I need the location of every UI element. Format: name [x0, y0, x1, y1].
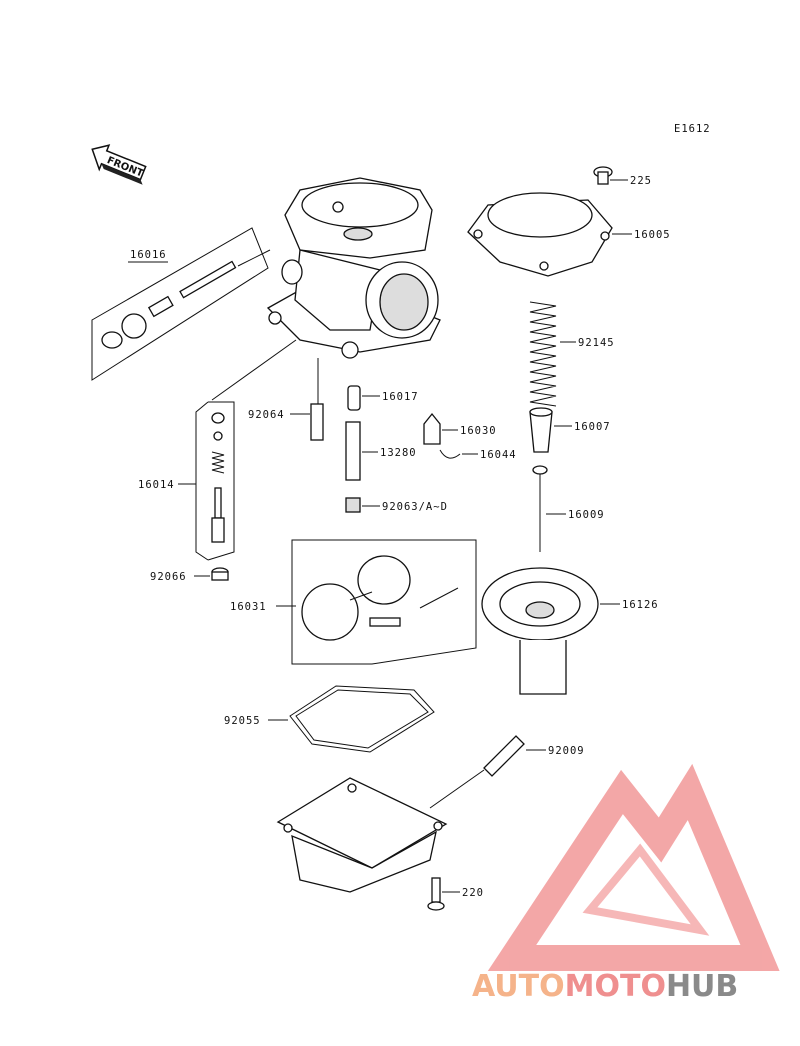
part-label-16044: 16044	[480, 449, 517, 461]
part-label-92063: 92063/A~D	[382, 501, 448, 513]
part-16016-pilot-screw-kit: 16016	[91, 227, 271, 381]
part-label-16005: 16005	[634, 229, 671, 241]
part-label-92009: 92009	[548, 745, 585, 757]
part-16007-holder: 16007	[529, 407, 611, 453]
leader-16014	[211, 339, 297, 401]
part-label-92145: 92145	[578, 337, 615, 349]
part-16017-needle-jet: 16017	[347, 385, 419, 411]
part-label-92064: 92064	[248, 409, 285, 421]
part-label-16009: 16009	[568, 509, 605, 521]
part-label-220: 220	[462, 887, 484, 899]
part-16031-float: 16031	[230, 539, 477, 665]
part-label-16016: 16016	[130, 249, 167, 261]
part-label-16031: 16031	[230, 601, 267, 613]
part-label-16007: 16007	[574, 421, 611, 433]
part-label-92055: 92055	[224, 715, 261, 727]
part-label-16014: 16014	[138, 479, 175, 491]
carburetor-body	[266, 177, 441, 359]
watermark-part-3: HUB	[666, 969, 738, 1004]
part-label-225: 225	[630, 175, 652, 187]
part-16005-top-cover: 16005	[467, 192, 671, 277]
watermark-text: AUTOMOTOHUB	[472, 969, 738, 1004]
figure-code: E1612	[674, 123, 711, 135]
part-16009-needle: 16009	[532, 465, 605, 552]
part-13280-tube: 13280	[345, 421, 417, 481]
part-92066-cap: 92066	[150, 567, 229, 583]
part-label-92066: 92066	[150, 571, 187, 583]
watermark-logo-icon	[487, 763, 780, 971]
part-92063-main-jet: 92063/A~D	[345, 497, 448, 513]
part-16044-clip: 16044	[439, 449, 517, 461]
part-225-screw: 225	[593, 166, 652, 187]
part-label-16017: 16017	[382, 391, 419, 403]
part-16030-float-valve: 16030	[423, 412, 497, 445]
watermark-part-1: AUTO	[472, 969, 565, 1004]
part-label-13280: 13280	[380, 447, 417, 459]
part-16126-piston: 16126	[481, 567, 659, 695]
part-16014-kit: 16014	[138, 401, 235, 561]
part-label-16126: 16126	[622, 599, 659, 611]
part-92145-spring: 92145	[529, 301, 615, 407]
part-92009-jet: 92009	[429, 735, 585, 809]
part-label-16030: 16030	[460, 425, 497, 437]
part-92055-gasket: 92055	[224, 685, 435, 753]
part-220-screw: 220	[427, 877, 484, 911]
front-arrow-icon: FRONT	[91, 144, 147, 185]
watermark-part-2: MOTO	[565, 969, 666, 1004]
part-float-bowl	[276, 777, 448, 893]
part-92064-jet: 92064	[248, 403, 324, 441]
